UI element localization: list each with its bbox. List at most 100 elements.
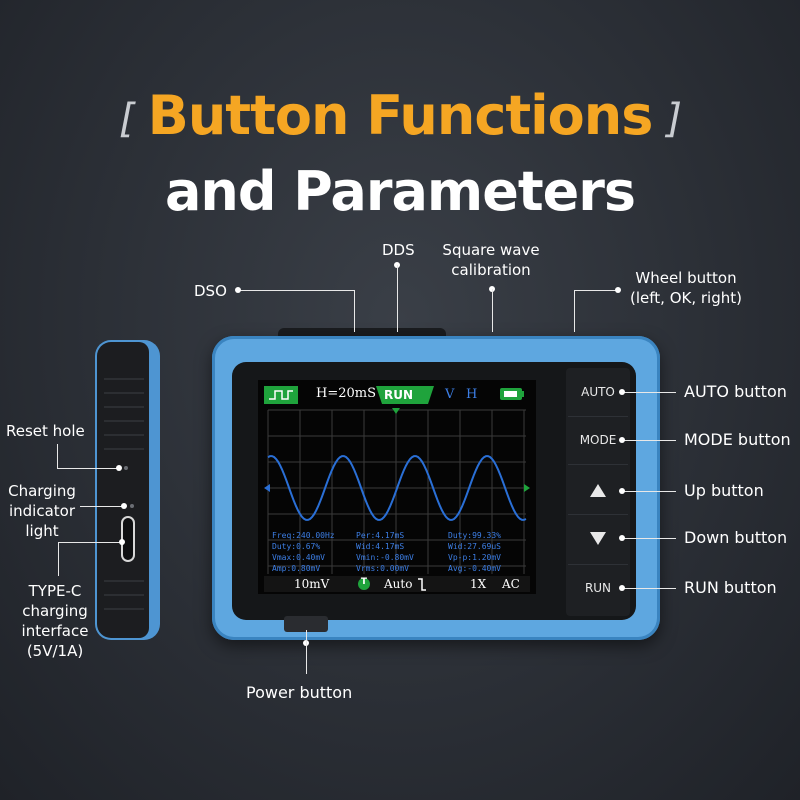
- grip-ridge: [104, 448, 144, 450]
- meas-vpp: Vp-p:1.20mV: [448, 553, 501, 562]
- leader-line: [58, 542, 122, 543]
- auto-key[interactable]: AUTO: [581, 385, 615, 399]
- meas-amp: Amp:0.80mV: [272, 564, 321, 573]
- coupling-mode: AC: [502, 577, 520, 591]
- run-key[interactable]: RUN: [584, 581, 612, 595]
- meas-vrms: Vrms:0.00mV: [356, 564, 409, 573]
- leader-dot: [615, 287, 621, 293]
- trigger-mode: Auto: [384, 577, 413, 591]
- grip-ridge: [104, 392, 144, 394]
- leader-line: [57, 444, 58, 468]
- leader-dot: [619, 488, 625, 494]
- up-key[interactable]: [566, 466, 630, 514]
- triangle-down-icon: [590, 532, 606, 545]
- trigger-position-marker: [392, 408, 400, 414]
- reset-hole[interactable]: [124, 466, 128, 470]
- dso-label: DSO: [194, 282, 227, 300]
- up-button-label: Up button: [684, 481, 764, 500]
- title-main: Button Functions: [147, 84, 654, 147]
- grip-ridge: [104, 580, 144, 582]
- leader-dot: [619, 437, 625, 443]
- status-bar: [264, 576, 530, 592]
- key-divider: [568, 416, 628, 417]
- leader-dot: [235, 287, 241, 293]
- reset-hole-label: Reset hole: [6, 422, 85, 440]
- run-tab: [376, 386, 434, 404]
- meas-period: Per:4.17mS: [356, 531, 405, 540]
- channel-marker: [264, 484, 270, 492]
- grip-ridge: [104, 378, 144, 380]
- square-wave-label-line-2: calibration: [451, 261, 531, 279]
- meas-col-2: Per:4.17mS Wid:4.17mS Vmin:-0.80mV Vrms:…: [356, 530, 414, 574]
- down-key[interactable]: [566, 514, 630, 562]
- leader-dot: [619, 535, 625, 541]
- leader-line: [574, 290, 575, 332]
- leader-line: [622, 588, 676, 589]
- grip-ridge: [104, 594, 144, 596]
- waveform-trace: [267, 455, 527, 521]
- leader-line: [574, 290, 618, 291]
- power-button-label: Power button: [246, 683, 353, 702]
- meas-width: Wid:4.17mS: [356, 542, 405, 551]
- leader-line: [397, 265, 398, 332]
- charging-indicator-label: Charging indicator light: [4, 481, 80, 541]
- mode-button-label: MODE button: [684, 430, 791, 449]
- leader-line: [58, 542, 59, 576]
- leader-dot: [619, 585, 625, 591]
- charging-label-line-2: indicator: [8, 502, 76, 520]
- timebase-readout: H=20mS: [316, 386, 377, 401]
- oscilloscope-display: [264, 386, 530, 592]
- charging-label-line-3: light: [25, 522, 59, 540]
- charging-indicator-light: [130, 504, 134, 508]
- trigger-level-marker: [524, 484, 530, 492]
- run-status: RUN: [384, 388, 414, 402]
- key-divider: [568, 464, 628, 465]
- meas-freq: Freq:240.00Hz: [272, 531, 335, 540]
- key-divider: [568, 514, 628, 515]
- title-bracket-close: ]: [666, 96, 682, 143]
- meas-width-2: Wid:27.69uS: [448, 542, 501, 551]
- leader-line: [622, 392, 676, 393]
- leader-line: [238, 290, 354, 291]
- wheel-label-line-2: (left, OK, right): [630, 289, 742, 307]
- leader-dot: [121, 503, 127, 509]
- leader-line: [492, 289, 493, 332]
- trigger-badge: [358, 578, 370, 590]
- down-button-label: Down button: [684, 528, 788, 547]
- grip-ridge: [104, 406, 144, 408]
- mode-key[interactable]: MODE: [579, 433, 617, 447]
- leader-line: [80, 506, 124, 507]
- title-line-2: and Parameters: [164, 160, 636, 223]
- type-c-label: TYPE-C charging interface (5V/1A): [12, 581, 98, 661]
- leader-line: [57, 468, 119, 469]
- wheel-button-label: Wheel button (left, OK, right): [622, 268, 750, 308]
- leader-line: [622, 491, 676, 492]
- probe-factor: 1X: [470, 577, 487, 591]
- run-button-label: RUN button: [684, 578, 777, 597]
- meas-col-1: Freq:240.00Hz Duty:0.67% Vmax:0.40mV Amp…: [272, 530, 335, 574]
- meas-duty: Duty:0.67%: [272, 542, 321, 551]
- leader-line: [622, 440, 676, 441]
- power-button[interactable]: [284, 616, 328, 632]
- key-divider: [568, 564, 628, 565]
- title-bracket-open: [: [119, 96, 135, 143]
- triangle-up-icon: [590, 484, 606, 497]
- auto-button-label: AUTO button: [684, 382, 787, 401]
- h-marker: H: [466, 387, 478, 402]
- leader-dot: [116, 465, 122, 471]
- square-wave-label: Square wave calibration: [430, 240, 552, 280]
- wheel-label-line-1: Wheel button: [635, 269, 737, 287]
- meas-col-3: Duty:99.33% Wid:27.69uS Vp-p:1.20mV Avg:…: [448, 530, 501, 574]
- grip-ridge: [104, 434, 144, 436]
- grip-ridge: [104, 608, 144, 610]
- channel-tab: [264, 386, 298, 404]
- square-wave-label-line-1: Square wave: [442, 241, 540, 259]
- typec-label-line-4: (5V/1A): [26, 642, 84, 660]
- leader-dot: [119, 539, 125, 545]
- meas-vmax: Vmax:0.40mV: [272, 553, 325, 562]
- dds-label: DDS: [382, 241, 415, 259]
- typec-label-line-1: TYPE-C: [28, 582, 82, 600]
- square-wave-icon: [269, 390, 293, 400]
- leader-dot: [619, 389, 625, 395]
- v-marker: V: [445, 387, 455, 402]
